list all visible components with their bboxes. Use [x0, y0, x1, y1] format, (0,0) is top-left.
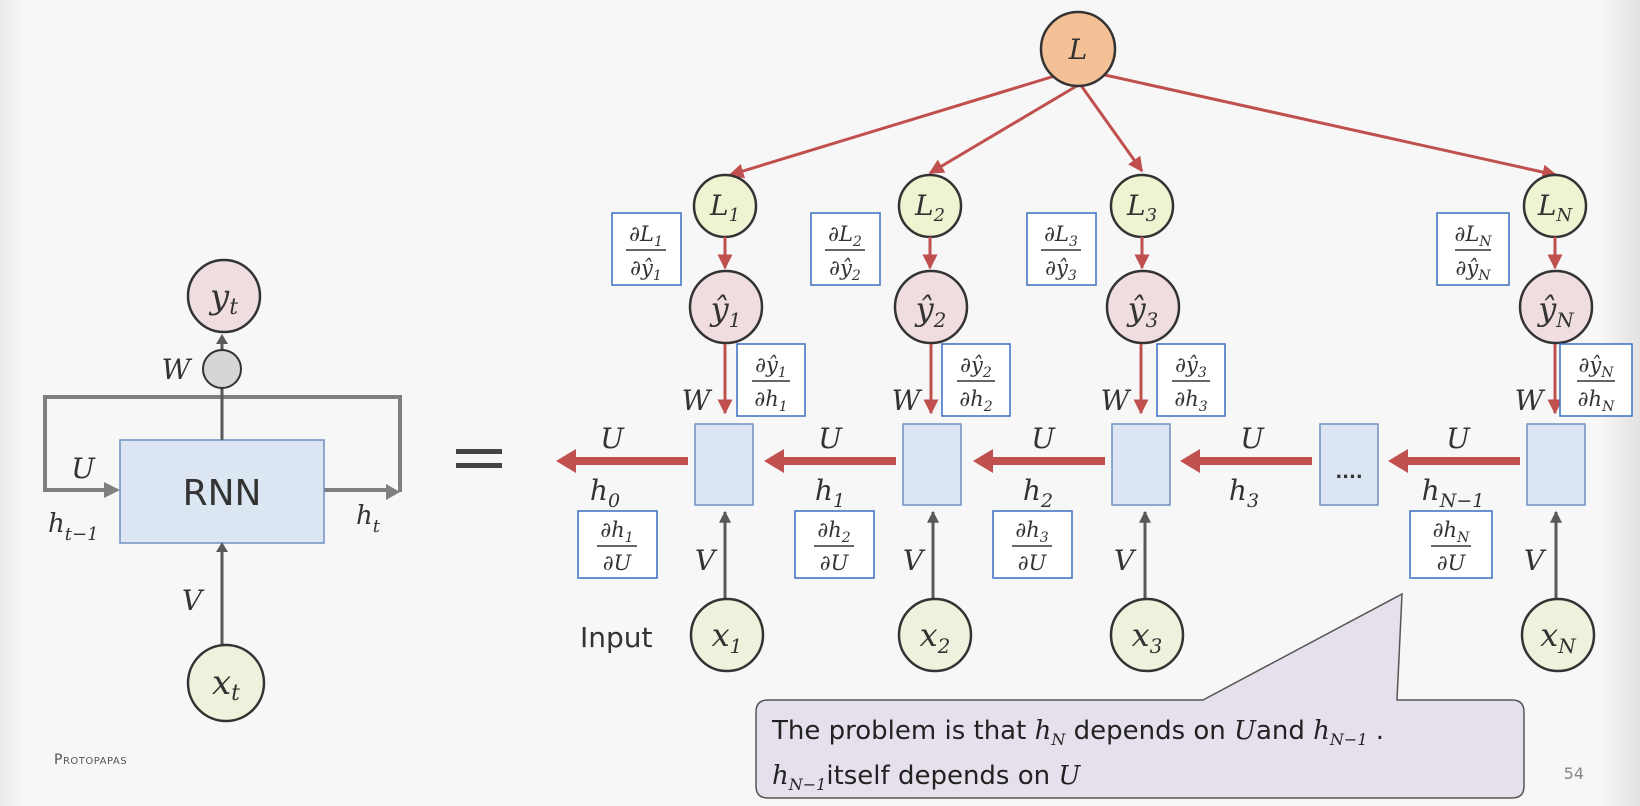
hidden-cell-N — [1526, 423, 1586, 506]
pred-node-y1 — [688, 269, 764, 345]
svg-text:U: U — [1031, 422, 1056, 455]
weight-V-label: V — [182, 584, 205, 617]
pred-node-yN — [1518, 269, 1594, 345]
input-node-x3 — [1109, 597, 1185, 673]
pred-node-y3 — [1105, 269, 1181, 345]
svg-text:∂U: ∂U — [1437, 551, 1467, 575]
svg-text:h2: h2 — [1023, 474, 1053, 512]
loss-node-L — [1039, 10, 1117, 88]
timestep-N: LN ŷN xN — [1518, 173, 1596, 673]
svg-text:h1: h1 — [815, 474, 845, 512]
hidden-cell-2 — [902, 423, 962, 506]
svg-text:ŷ3: ŷ3 — [1126, 290, 1159, 332]
loop-left — [43, 395, 222, 492]
dL1-dy1: ∂L1 ∂ŷ1 — [611, 212, 682, 286]
W-labels: W W W W — [682, 384, 1546, 417]
footer-author: Protopapas — [54, 752, 128, 768]
page-number: 54 — [1563, 764, 1584, 783]
svg-text:h0: h0 — [590, 474, 620, 512]
timestep-3: L3 ŷ3 x3 — [1105, 173, 1185, 673]
svg-text:U: U — [1240, 422, 1265, 455]
svg-text:W: W — [1101, 384, 1132, 417]
svg-text:∂U: ∂U — [603, 551, 633, 575]
dL2-dy2: ∂L2 ∂ŷ2 — [810, 212, 881, 286]
hidden-cell-1 — [694, 423, 754, 506]
dL3-dy3: ∂L3 ∂ŷ3 — [1026, 212, 1097, 286]
input-node-x2 — [897, 597, 973, 673]
backprop-arrows — [556, 449, 1520, 473]
svg-text:xt: xt — [212, 663, 240, 706]
input-node-xt — [186, 643, 266, 723]
callout-line-1: The problem is that hN depends on Uand h… — [772, 716, 1385, 750]
svg-text:W: W — [892, 384, 923, 417]
svg-text:∂U: ∂U — [820, 551, 850, 575]
U-labels: U U U U U — [600, 422, 1471, 455]
pred-node-y2 — [893, 269, 969, 345]
dy2-dh2: ∂ŷ2 ∂h2 — [941, 343, 1011, 417]
svg-text:V: V — [695, 544, 718, 577]
loss-node-label: L — [1068, 33, 1088, 66]
svg-text:W: W — [682, 384, 713, 417]
derivative-boxes: ∂L1 ∂ŷ1 ∂L2 ∂ŷ2 ∂L3 ∂ŷ3 ∂LN ∂ŷN ∂ŷ1 ∂h1 — [577, 212, 1633, 579]
svg-text:LN: LN — [1537, 189, 1574, 226]
dhN-dU: ∂hN ∂U — [1409, 510, 1493, 579]
weight-U-label: U — [71, 452, 96, 485]
dy1-dh1: ∂ŷ1 ∂h1 — [736, 343, 806, 417]
svg-text:h3: h3 — [1229, 474, 1259, 512]
rnn-cell-label: RNN — [183, 473, 262, 514]
ellipsis-cell — [1319, 423, 1379, 506]
loop-right — [222, 395, 402, 492]
svg-text:∂U: ∂U — [1018, 551, 1048, 575]
svg-text:U: U — [600, 422, 625, 455]
callout-bubble — [755, 592, 1525, 799]
svg-text:∂LN: ∂LN — [1454, 222, 1492, 250]
svg-text:hN−1: hN−1 — [1422, 474, 1485, 512]
input-node-xN — [1520, 597, 1596, 673]
hidden-cell-3 — [1111, 423, 1171, 506]
dLN-dyN: ∂LN ∂ŷN — [1436, 212, 1510, 286]
weight-W-label: W — [162, 353, 193, 386]
svg-text:x1: x1 — [712, 616, 743, 658]
h-next-label: ht — [356, 501, 381, 537]
timestep-1: L1 ŷ1 x1 — [688, 173, 765, 673]
dh3-dU: ∂h3 ∂U — [992, 510, 1073, 579]
callout-line-2: hN−1itself depends on U — [772, 761, 1081, 795]
dyN-dhN: ∂ŷN ∂hN — [1559, 343, 1633, 417]
svg-text:U: U — [1446, 422, 1471, 455]
svg-text:W: W — [1515, 384, 1546, 417]
callout-text: The problem is that hN depends on Uand h… — [772, 713, 1512, 803]
equals-sign — [456, 449, 502, 468]
timestep-2: L2 ŷ2 x2 — [893, 173, 973, 673]
svg-text:V: V — [1114, 544, 1137, 577]
svg-text:V: V — [903, 544, 926, 577]
V-labels: V V V V — [695, 544, 1547, 577]
svg-text:V: V — [1524, 544, 1547, 577]
loss-arrows — [728, 73, 1558, 180]
input-node-x1 — [689, 597, 765, 673]
dh1-dU: ∂h1 ∂U — [577, 510, 658, 579]
dh2-dU: ∂h2 ∂U — [794, 510, 875, 579]
dy3-dh3: ∂ŷ3 ∂h3 — [1156, 343, 1226, 417]
h-prev-label: ht−1 — [48, 509, 99, 545]
svg-text:U: U — [818, 422, 843, 455]
svg-text:∂ŷ1: ∂ŷ1 — [755, 353, 787, 381]
compact-rnn: RNN W yt xt V U ht−1 ht — [43, 258, 402, 723]
weight-node — [202, 349, 242, 389]
input-label: Input — [580, 621, 653, 654]
ellipsis-label: .... — [1335, 462, 1362, 483]
svg-text:L2: L2 — [914, 189, 945, 226]
output-node-yt — [186, 258, 262, 334]
